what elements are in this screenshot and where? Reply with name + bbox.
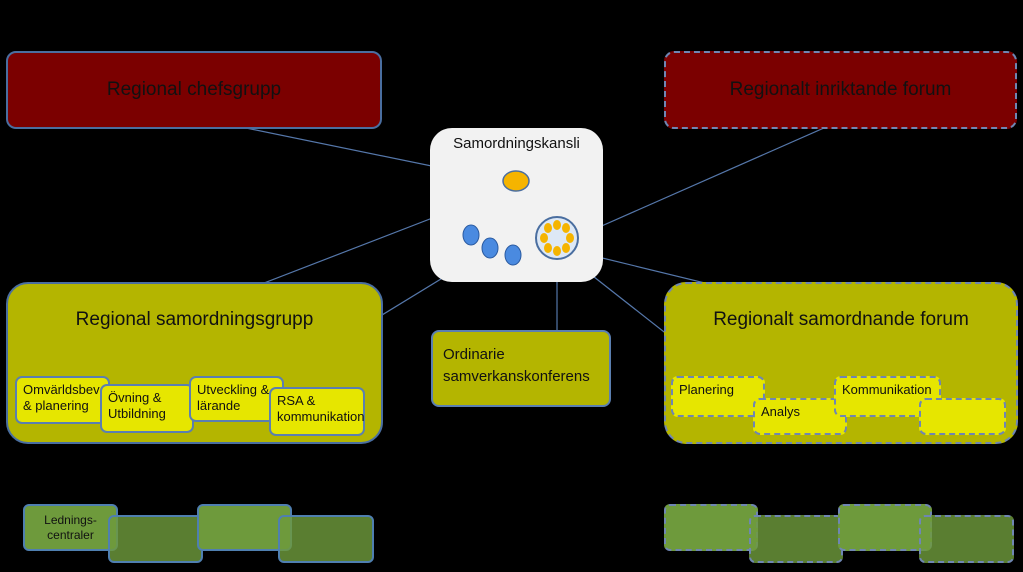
utveckling-larande-box: Utveckling & lärande [189, 376, 284, 422]
ordinarie-samverkanskonferens-label: Ordinarie samverkanskonferens [443, 346, 590, 385]
chief-dot-icon [502, 170, 530, 192]
regionalt-inriktande-forum-label: Regionalt inriktande forum [729, 79, 952, 100]
regional-chefsgrupp-label: Regional chefsgrupp [106, 79, 282, 100]
ledningscentraler-box: Lednings- centraler [23, 504, 118, 551]
green-box-4 [278, 515, 374, 563]
rsa-kommunikation-box: RSA & kommunikation [269, 387, 365, 436]
staff-dot-icon [504, 244, 522, 266]
regional-chefsgrupp-box: Regional chefsgrupp [6, 51, 382, 129]
green-box-2 [108, 515, 203, 563]
forum-ring-icon [535, 216, 579, 260]
ledningscentraler-label: Lednings- centraler [44, 512, 97, 542]
green-dashed-box-1 [664, 504, 758, 551]
green-dashed-box-2 [749, 515, 843, 563]
ordinarie-samverkanskonferens-box: Ordinarie samverkanskonferens [431, 330, 611, 407]
omvarldsbevakning-box: Omvärldsbev & planering [15, 376, 110, 424]
regionalt-samordnande-forum-title: Regionalt samordnande forum [713, 309, 969, 330]
empty-forum-box [919, 398, 1006, 435]
samordningskansli-title: Samordningskansli [453, 135, 580, 152]
regional-samordningsgrupp-title: Regional samordningsgrupp [75, 309, 314, 330]
analys-box: Analys [753, 398, 847, 435]
planering-box: Planering [671, 376, 765, 417]
staff-dot-icon [481, 237, 499, 259]
ovning-utbildning-box: Övning & Utbildning [100, 384, 194, 433]
link-inriktande [587, 119, 843, 233]
staff-dot-icon [462, 224, 480, 246]
kommunikation-box: Kommunikation [834, 376, 941, 417]
office-members-icon [462, 170, 579, 266]
regionalt-inriktande-forum-box: Regionalt inriktande forum [664, 51, 1017, 129]
green-dashed-box-4 [919, 515, 1014, 563]
samordningskansli-box: Samordningskansli [430, 128, 603, 282]
green-dashed-box-3 [838, 504, 932, 551]
